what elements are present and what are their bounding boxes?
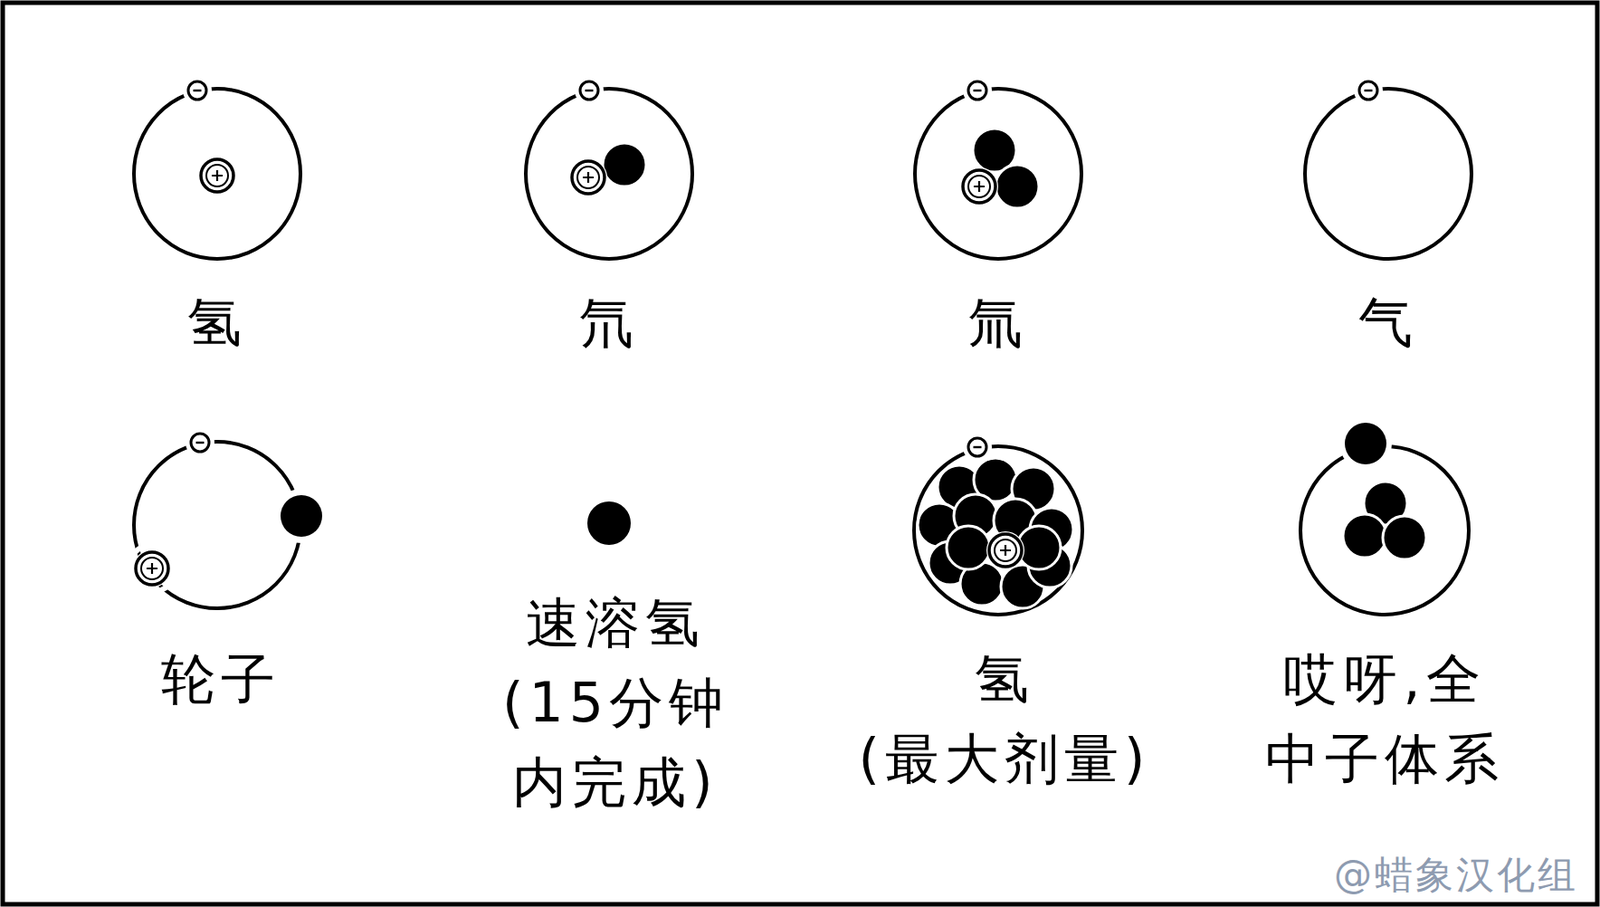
heavy-atom: [914, 432, 1083, 615]
element-name: 哎呀,全 中子体系: [1248, 638, 1521, 799]
watermark: @蜡象汉化组: [1333, 852, 1579, 898]
tritium-atom: [914, 76, 1082, 259]
empty-atom: [1304, 76, 1472, 259]
element-name: 速溶氢 (15分钟 内完成): [488, 582, 743, 822]
element-name: 氚: [968, 282, 1029, 362]
element-name: 氢 (最大剂量): [846, 638, 1163, 799]
wheel-atom: [128, 428, 329, 609]
deuterium-atom: [525, 76, 693, 259]
hydrogen-atom: [133, 76, 301, 259]
element-name: 氢: [187, 282, 248, 362]
lone-neutron: [587, 501, 631, 545]
element-name: 轮子: [161, 638, 281, 719]
neutron-atom: [1300, 417, 1469, 615]
element-name: 气: [1358, 282, 1419, 362]
element-name: 氘: [579, 282, 639, 362]
